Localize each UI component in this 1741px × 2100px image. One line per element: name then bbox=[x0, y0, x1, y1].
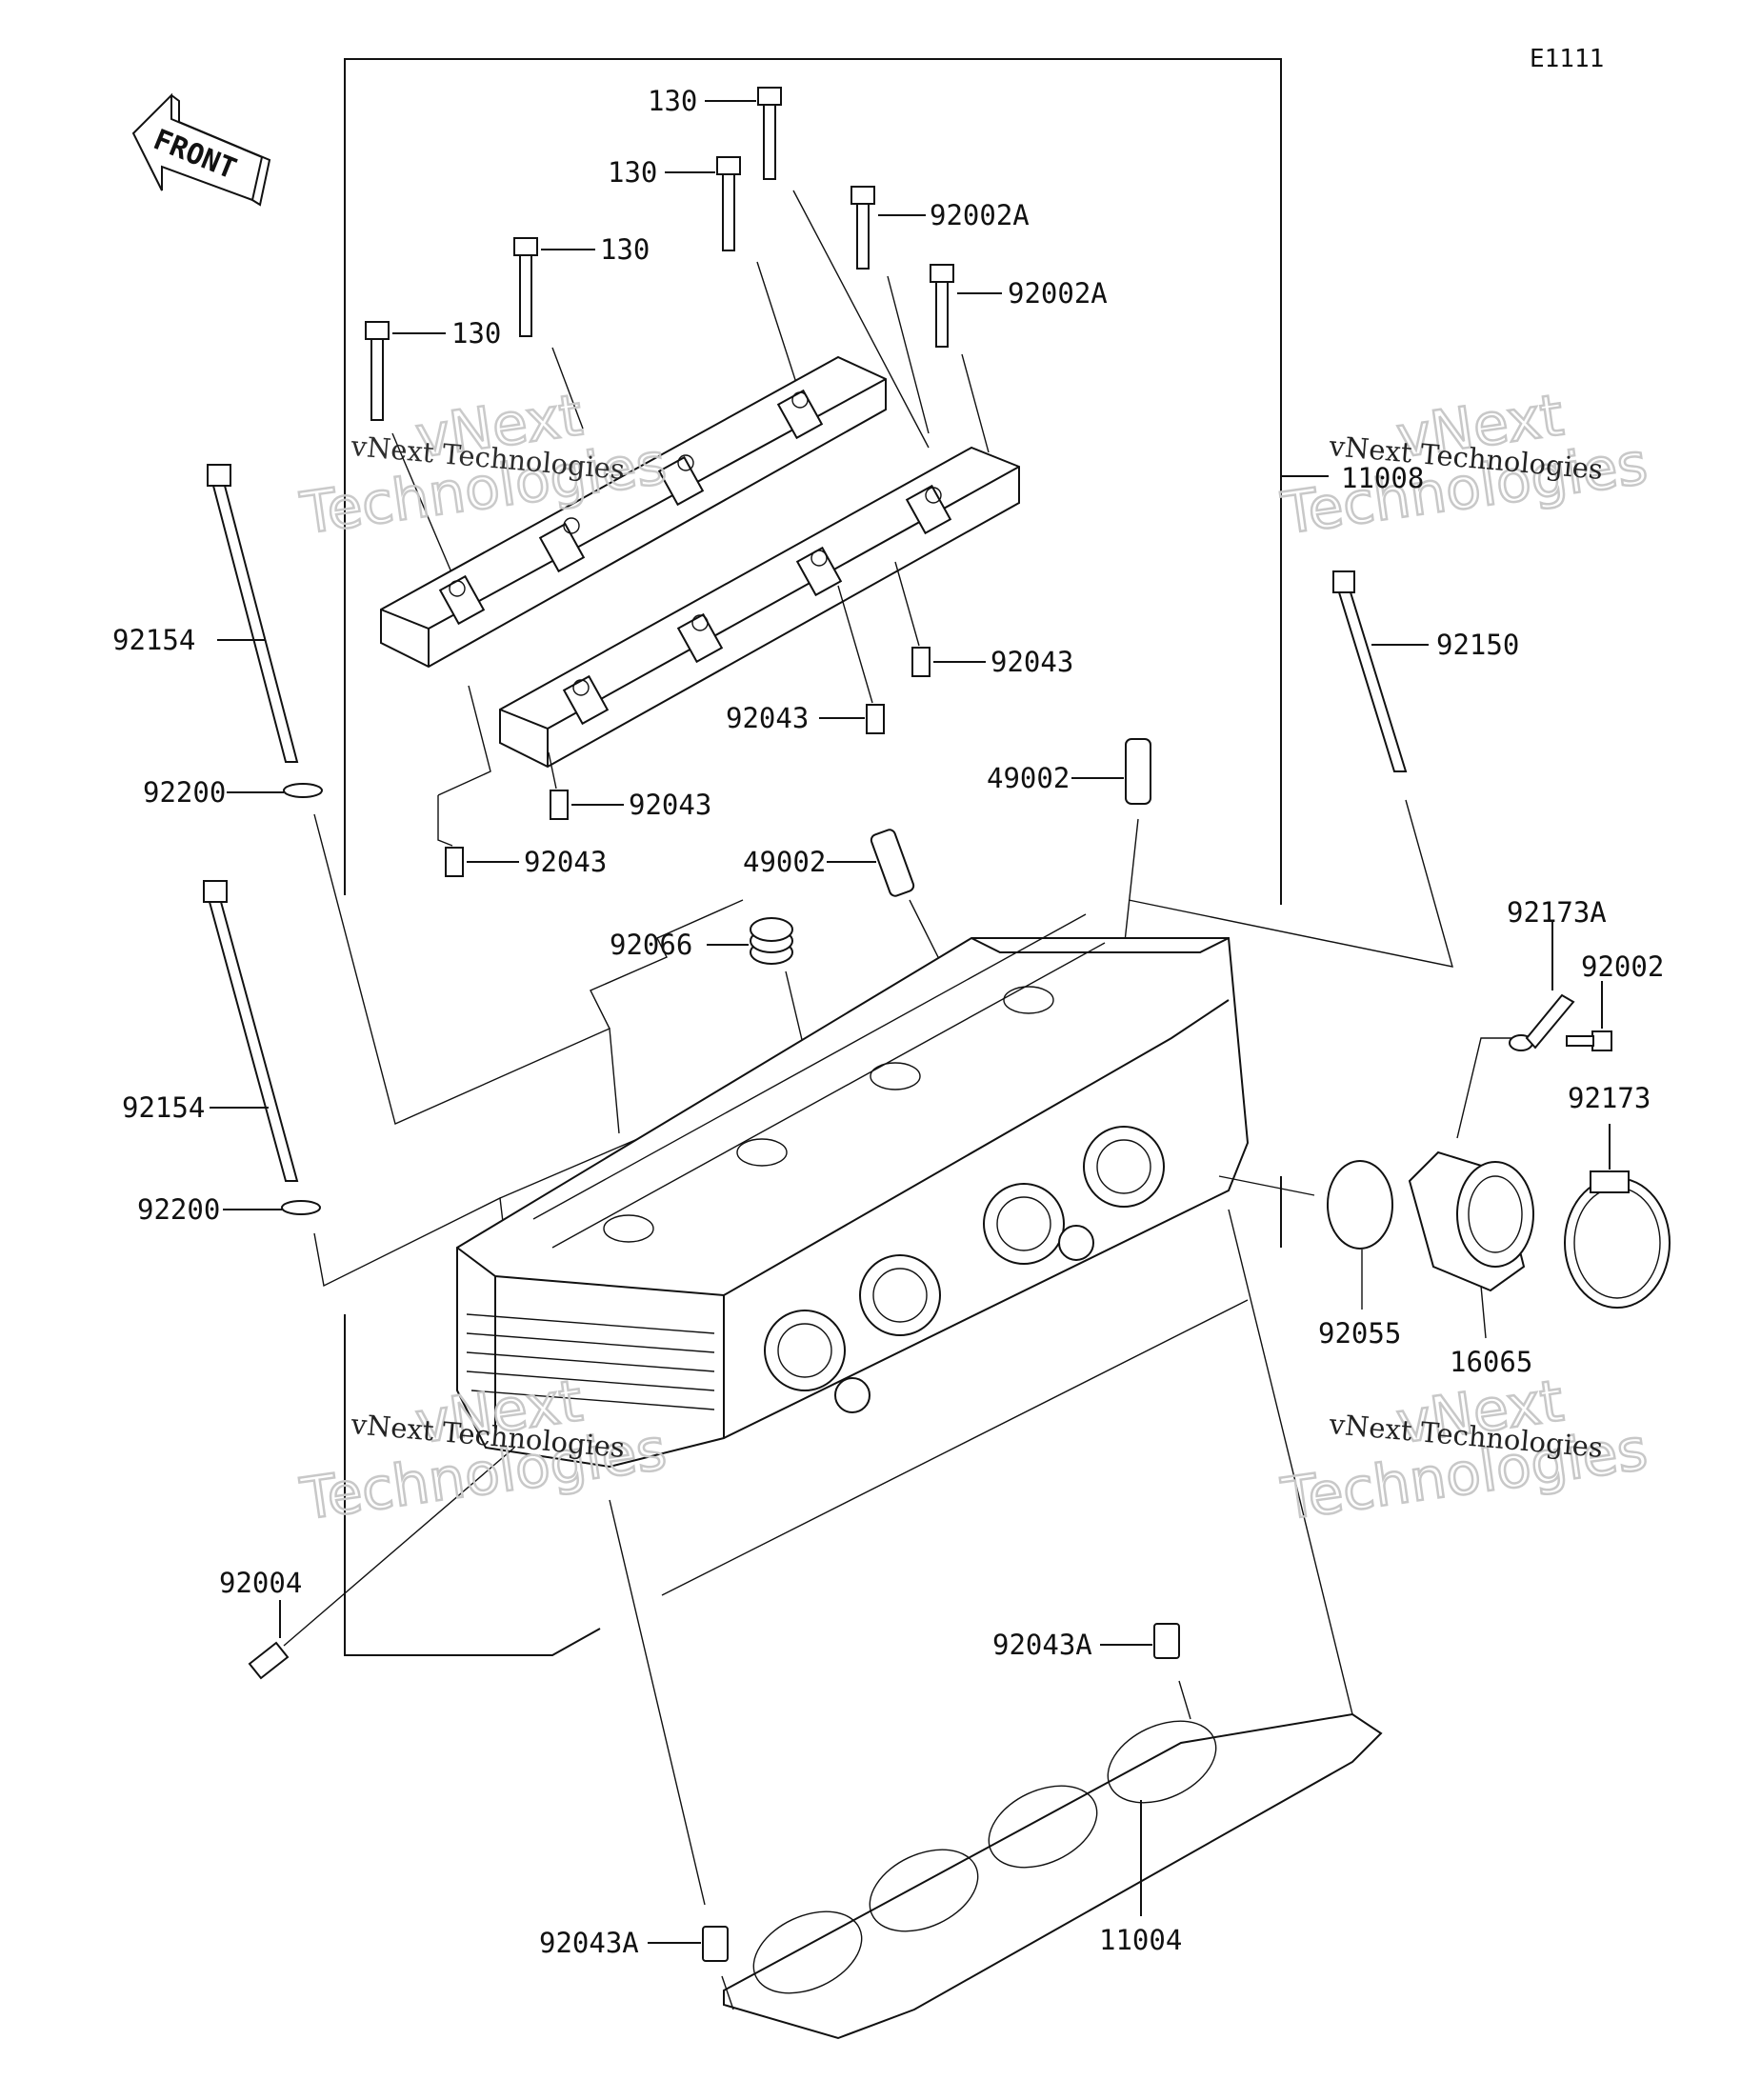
stud-92004 bbox=[248, 1447, 515, 1680]
label-92154: 92154 bbox=[122, 1091, 205, 1124]
hose-clamp-92173 bbox=[1564, 1124, 1671, 1309]
label-92043: 92043 bbox=[991, 646, 1073, 678]
dowel-92043-a bbox=[894, 561, 986, 677]
front-arrow-icon: FRONT bbox=[131, 92, 271, 207]
bolt-92002a-b bbox=[930, 264, 1002, 348]
dowel-92043-d bbox=[437, 685, 519, 877]
label-130: 130 bbox=[648, 85, 697, 117]
watermark-top-right: Technologies vNext vNext Technologies bbox=[1276, 381, 1652, 549]
stud-92150 bbox=[1128, 570, 1453, 968]
label-92055: 92055 bbox=[1318, 1317, 1401, 1350]
bolt-92002a-a bbox=[850, 186, 926, 270]
stud-92154-b bbox=[203, 880, 321, 1215]
assembly-bracket bbox=[344, 58, 1329, 1656]
label-92043: 92043 bbox=[524, 846, 607, 878]
label-130: 130 bbox=[600, 233, 650, 266]
dowel-92043a-b bbox=[648, 1926, 734, 2010]
dowel-92043-b bbox=[819, 585, 885, 734]
label-92173a: 92173A bbox=[1507, 896, 1607, 929]
camshaft-cap-lower bbox=[499, 446, 1020, 769]
label-11004: 11004 bbox=[1099, 1924, 1182, 1956]
label-92150: 92150 bbox=[1436, 629, 1519, 661]
throttle-holder-16065 bbox=[1408, 1037, 1534, 1339]
bolt-92002 bbox=[1566, 981, 1612, 1051]
stud-92154-a bbox=[207, 464, 323, 798]
label-92043: 92043 bbox=[726, 702, 809, 734]
cylinder-head bbox=[456, 913, 1250, 1469]
bolt-130-d bbox=[365, 321, 446, 421]
label-11008: 11008 bbox=[1341, 462, 1424, 494]
label-92200: 92200 bbox=[143, 776, 226, 809]
bolt-130-b bbox=[665, 156, 741, 251]
camshaft-cap-upper bbox=[380, 355, 887, 669]
label-92043: 92043 bbox=[629, 789, 711, 821]
label-49002: 49002 bbox=[743, 846, 826, 878]
label-92002a: 92002A bbox=[1008, 277, 1108, 310]
label-92002: 92002 bbox=[1581, 950, 1664, 983]
dowel-92043-c bbox=[548, 751, 624, 820]
o-ring-92055 bbox=[1327, 1160, 1393, 1310]
head-gasket-11004 bbox=[723, 1712, 1383, 2040]
label-92043a: 92043A bbox=[992, 1629, 1092, 1661]
label-130: 130 bbox=[451, 317, 501, 350]
label-92004: 92004 bbox=[219, 1567, 302, 1599]
dowel-92043a-a bbox=[1100, 1623, 1191, 1720]
diagram-code: E1111 bbox=[1530, 45, 1604, 73]
watermark-bottom-right: Technologies vNext vNext Technologies bbox=[1276, 1367, 1652, 1534]
label-92173: 92173 bbox=[1568, 1082, 1651, 1114]
label-16065: 16065 bbox=[1450, 1346, 1532, 1378]
label-130: 130 bbox=[608, 156, 657, 189]
label-92154: 92154 bbox=[112, 624, 195, 656]
label-92066: 92066 bbox=[610, 929, 692, 961]
label-92200: 92200 bbox=[137, 1193, 220, 1226]
label-49002: 49002 bbox=[987, 762, 1070, 794]
bolt-130-c bbox=[513, 237, 595, 337]
bracket-92173a bbox=[1509, 922, 1575, 1051]
label-92002a: 92002A bbox=[930, 199, 1030, 231]
label-92043a: 92043A bbox=[539, 1927, 639, 1959]
bolt-130-a bbox=[705, 87, 782, 180]
